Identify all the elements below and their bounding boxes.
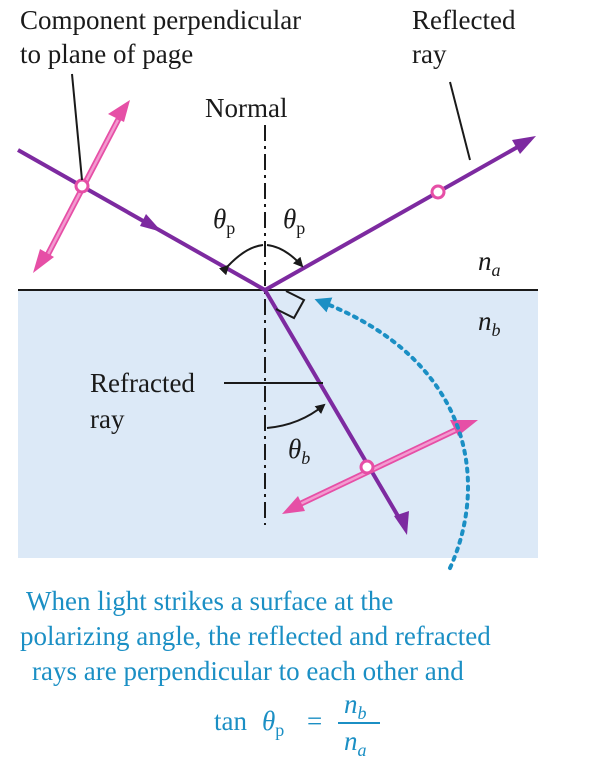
reflected-ray-arrowhead bbox=[512, 136, 536, 154]
refracted-label-line1: Refracted bbox=[90, 368, 195, 398]
equation-equals: = bbox=[307, 706, 322, 736]
right-angle-marker bbox=[275, 290, 306, 320]
theta-b-label: θb bbox=[288, 434, 310, 468]
n-a-label: na bbox=[478, 246, 501, 280]
component-label-line2: to plane of page bbox=[20, 39, 193, 69]
reflected-ray bbox=[264, 138, 531, 292]
reflected-angle-arc bbox=[266, 244, 304, 268]
n-b-label: nb bbox=[478, 306, 501, 340]
caption-pointer-arrow bbox=[314, 297, 470, 570]
component-leader-line bbox=[71, 73, 83, 181]
theta-p-reflected-label: θp bbox=[283, 204, 305, 238]
refracted-ray-arrowhead bbox=[394, 511, 409, 535]
caption-line2: polarizing angle, the reflected and refr… bbox=[20, 621, 491, 651]
incident-perpendicular-dot bbox=[74, 178, 90, 194]
refracted-label-line2: ray bbox=[90, 404, 125, 434]
reflected-leader-line bbox=[449, 81, 471, 161]
refracted-ray bbox=[263, 288, 407, 530]
component-label-line1: Component perpendicular bbox=[20, 5, 301, 35]
reflected-label-line1: Reflected bbox=[412, 5, 516, 35]
medium-b-region bbox=[18, 290, 538, 558]
reflected-perpendicular-dot bbox=[430, 184, 446, 200]
refracted-angle-arc bbox=[266, 403, 326, 429]
polarizing-angle-equation: tan θp = nb na bbox=[214, 689, 380, 760]
equation-numerator: nb bbox=[344, 689, 367, 723]
incident-angle-arc bbox=[218, 244, 264, 276]
equation-tan: tan bbox=[214, 706, 247, 736]
incident-ray-arrowhead bbox=[140, 214, 162, 232]
reflected-label-line2: ray bbox=[412, 39, 447, 69]
caption-line3: rays are perpendicular to each other and bbox=[32, 656, 464, 686]
equation-theta-p: θp bbox=[262, 706, 284, 740]
refracted-polarization-center-dot bbox=[359, 459, 375, 475]
equation-denominator: na bbox=[344, 726, 367, 760]
normal-label: Normal bbox=[205, 93, 287, 123]
theta-p-incident-label: θp bbox=[213, 204, 235, 238]
caption-line1: When light strikes a surface at the bbox=[26, 586, 393, 616]
